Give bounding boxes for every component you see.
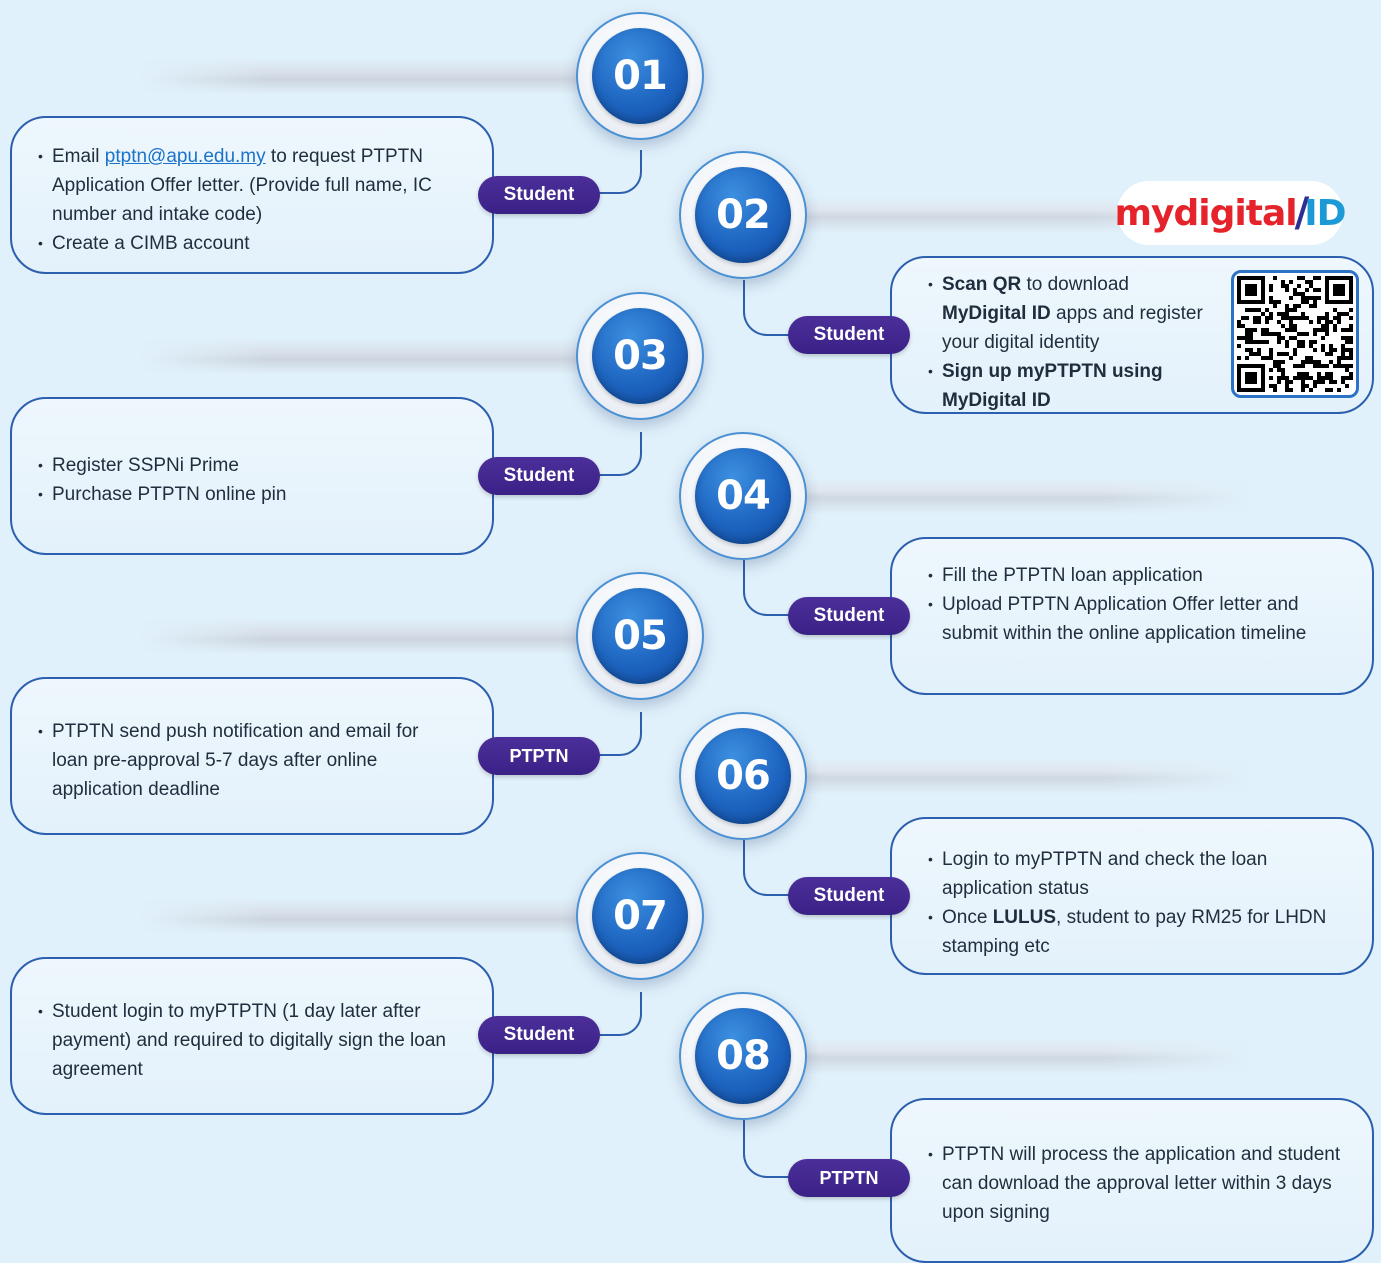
step-03-list: Register SSPNi PrimePurchase PTPTN onlin… xyxy=(38,451,472,509)
bold-text: Sign up myPTPTN using MyDigital ID xyxy=(942,361,1163,411)
bullet-text: Register SSPNi Prime xyxy=(52,455,239,476)
bullet-text: to request PTPTN Application Offer lette… xyxy=(52,146,432,225)
step-04-box: Fill the PTPTN loan applicationUpload PT… xyxy=(890,537,1374,695)
step-04-number: 04 xyxy=(695,448,791,544)
step-01-connector xyxy=(598,150,642,194)
email-link[interactable]: ptptn@apu.edu.my xyxy=(104,146,266,167)
step-03-number-circle: 03 xyxy=(576,292,704,420)
step-08-list: PTPTN will process the application and s… xyxy=(928,1140,1354,1227)
logo-my: my xyxy=(1114,192,1175,234)
step-05-connector xyxy=(598,712,642,756)
step-06-box: Login to myPTPTN and check the loan appl… xyxy=(890,817,1374,975)
step-01-role-badge: Student xyxy=(478,176,600,214)
bold-text: MyDigital ID xyxy=(942,303,1051,324)
step-05-number: 05 xyxy=(592,588,688,684)
step-04-bullet: Fill the PTPTN loan application xyxy=(928,561,1348,590)
step-01-box: Email ptptn@apu.edu.my to request PTPTN … xyxy=(10,116,494,274)
step-08-bullet: PTPTN will process the application and s… xyxy=(928,1140,1354,1227)
step-08-box: PTPTN will process the application and s… xyxy=(890,1098,1374,1263)
step-06-list: Login to myPTPTN and check the loan appl… xyxy=(928,845,1348,961)
step-04-bar xyxy=(760,478,1250,514)
step-01-bar xyxy=(140,58,630,94)
logo-digital: digital xyxy=(1173,192,1298,234)
step-07-role-badge: Student xyxy=(478,1016,600,1054)
step-02-bullet: Scan QR to download MyDigital ID apps an… xyxy=(928,270,1212,357)
bullet-text: PTPTN send push notification and email f… xyxy=(52,721,419,800)
step-02-connector xyxy=(743,280,793,336)
step-07-number-circle: 07 xyxy=(576,852,704,980)
step-01-bullet: Email ptptn@apu.edu.my to request PTPTN … xyxy=(38,142,472,229)
step-06-connector xyxy=(743,840,793,896)
step-06-role-badge: Student xyxy=(788,877,910,915)
step-01-number-circle: 01 xyxy=(576,12,704,140)
step-03-role-badge: Student xyxy=(478,457,600,495)
step-04-list: Fill the PTPTN loan applicationUpload PT… xyxy=(928,561,1348,648)
step-04-role-badge: Student xyxy=(788,597,910,635)
bullet-text: PTPTN will process the application and s… xyxy=(942,1144,1341,1223)
step-04-number-circle: 04 xyxy=(679,432,807,560)
step-01-bullet: Create a CIMB account xyxy=(38,229,472,258)
bullet-text: Fill the PTPTN loan application xyxy=(942,565,1203,586)
step-07-number: 07 xyxy=(592,868,688,964)
step-06-bar xyxy=(760,758,1250,794)
step-02-number: 02 xyxy=(695,167,791,263)
bold-text: LULUS xyxy=(992,907,1057,928)
step-08-bar xyxy=(760,1038,1250,1074)
step-04-connector xyxy=(743,560,793,616)
bullet-text: , student to pay RM25 for LHDN stamping … xyxy=(942,907,1327,957)
bullet-text: Login to myPTPTN and check the loan appl… xyxy=(942,849,1268,899)
step-08-role-badge: PTPTN xyxy=(788,1159,910,1197)
step-04-bullet: Upload PTPTN Application Offer letter an… xyxy=(928,590,1348,648)
step-03-bar xyxy=(140,338,630,374)
step-01-list: Email ptptn@apu.edu.my to request PTPTN … xyxy=(38,142,472,258)
step-02-number-circle: 02 xyxy=(679,151,807,279)
step-05-list: PTPTN send push notification and email f… xyxy=(38,717,432,804)
step-05-bullet: PTPTN send push notification and email f… xyxy=(38,717,432,804)
step-06-number-circle: 06 xyxy=(679,712,807,840)
step-03-connector xyxy=(598,432,642,476)
step-08-number-circle: 08 xyxy=(679,992,807,1120)
step-06-number: 06 xyxy=(695,728,791,824)
step-06-bullet: Once LULUS, student to pay RM25 for LHDN… xyxy=(928,903,1348,961)
bullet-text: Purchase PTPTN online pin xyxy=(52,484,287,505)
bullet-text: apps and register your digital identity xyxy=(942,303,1203,353)
step-01-number: 01 xyxy=(592,28,688,124)
step-05-bar xyxy=(140,618,630,654)
bullet-text: Student login to myPTPTN (1 day later af… xyxy=(52,1001,446,1080)
step-03-bullet: Register SSPNi Prime xyxy=(38,451,472,480)
bold-text: Scan QR xyxy=(942,274,1022,295)
step-07-bar xyxy=(140,898,630,934)
step-02-role-badge: Student xyxy=(788,316,910,354)
bullet-text: to download xyxy=(1021,274,1129,295)
logo-id: ID xyxy=(1304,192,1346,234)
step-08-connector xyxy=(743,1120,793,1178)
step-02-list: Scan QR to download MyDigital ID apps an… xyxy=(928,270,1212,415)
step-03-number: 03 xyxy=(592,308,688,404)
qr-code[interactable] xyxy=(1231,270,1359,398)
step-06-bullet: Login to myPTPTN and check the loan appl… xyxy=(928,845,1348,903)
step-07-connector xyxy=(598,992,642,1036)
step-05-box: PTPTN send push notification and email f… xyxy=(10,677,494,835)
step-07-list: Student login to myPTPTN (1 day later af… xyxy=(38,997,452,1084)
step-02-bullet: Sign up myPTPTN using MyDigital ID xyxy=(928,357,1212,415)
step-07-bullet: Student login to myPTPTN (1 day later af… xyxy=(38,997,452,1084)
step-03-bullet: Purchase PTPTN online pin xyxy=(38,480,472,509)
logo-slash: / xyxy=(1294,190,1310,236)
bullet-text: Upload PTPTN Application Offer letter an… xyxy=(942,594,1307,644)
step-07-box: Student login to myPTPTN (1 day later af… xyxy=(10,957,494,1115)
step-03-box: Register SSPNi PrimePurchase PTPTN onlin… xyxy=(10,397,494,555)
bullet-text: Once xyxy=(942,907,993,928)
step-05-number-circle: 05 xyxy=(576,572,704,700)
qr-code-icon xyxy=(1237,276,1353,392)
bullet-text: Email xyxy=(52,146,105,167)
step-05-role-badge: PTPTN xyxy=(478,737,600,775)
step-08-number: 08 xyxy=(695,1008,791,1104)
bullet-text: Create a CIMB account xyxy=(52,233,250,254)
